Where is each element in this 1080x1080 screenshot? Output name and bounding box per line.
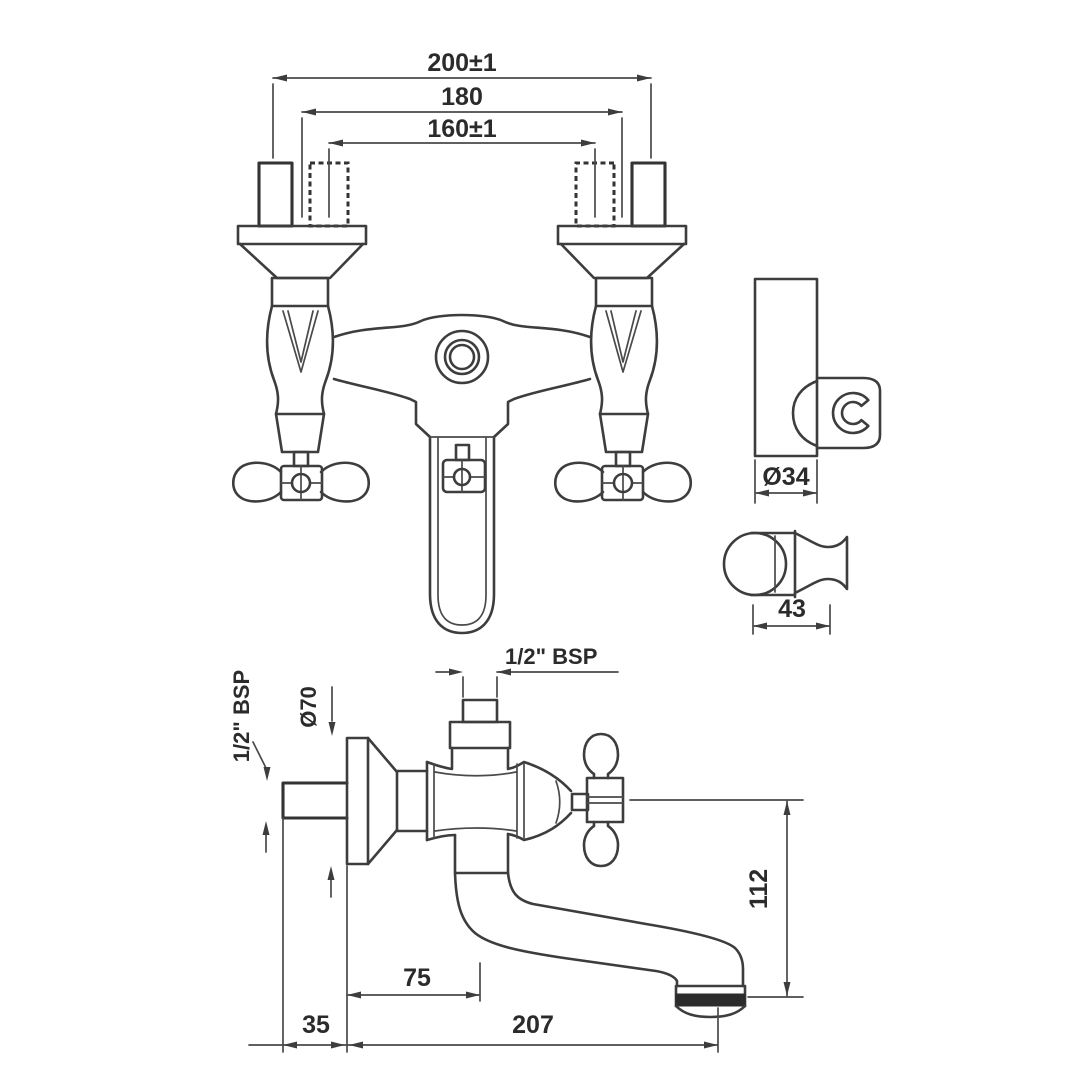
spout-hub-stem — [454, 443, 471, 462]
spout-hub — [441, 458, 487, 494]
body-down-column — [453, 832, 510, 875]
spout-inner-line — [437, 436, 487, 626]
dim-label-bsp-left: 1/2" BSP — [229, 670, 254, 762]
side-handle-stem — [570, 792, 590, 812]
dim-label-160: 160±1 — [427, 115, 496, 143]
front-dimension-lines — [272, 77, 652, 144]
spout-outlet-cap — [674, 1004, 747, 1019]
shower-port-stub — [461, 698, 499, 724]
spout-aerator-band — [675, 993, 746, 1007]
dim-label-207: 207 — [512, 1011, 554, 1039]
dim-label-180: 180 — [441, 83, 483, 111]
holder-spool — [793, 531, 849, 595]
side-view: 1/2" BSP 1/2" BSP Ø70 112 75 35 207 — [229, 644, 804, 1053]
spout-hub-lines — [442, 459, 486, 493]
shower-port-collar — [448, 720, 512, 750]
body-detail-lines — [433, 762, 561, 840]
diverter-boss-inner — [448, 343, 476, 371]
bridge-top-edge — [332, 313, 592, 339]
bsp-left-leaders — [252, 741, 267, 853]
bsp-left-arrows — [262, 767, 271, 835]
bridge-bottom-right — [492, 377, 592, 439]
dim75-arrows — [347, 991, 480, 999]
side-handle-hub-lines — [586, 796, 624, 804]
side-handle-hub — [585, 776, 625, 824]
holder-cradle-plate — [815, 376, 882, 450]
bsp-top-dim-lines — [435, 671, 619, 698]
dim112-lines — [629, 799, 804, 998]
dim-label-dia34: Ø34 — [762, 463, 809, 491]
dia70-leaders — [330, 686, 333, 898]
bsp-top-arrows — [449, 668, 511, 676]
holder-dim-arrows — [755, 489, 817, 497]
body-top-profile — [425, 746, 573, 793]
baseline-dim-lines — [248, 865, 719, 1053]
body-bottom-profile — [425, 811, 573, 842]
side-handle-bottom-lobe — [582, 820, 620, 868]
dim-label-dia70: Ø70 — [296, 686, 321, 728]
spout-outer-curve — [453, 871, 679, 988]
dim-label-200: 200±1 — [427, 49, 496, 77]
spout-front — [428, 435, 496, 635]
holder-post-circle — [722, 531, 788, 597]
dim-label-43: 43 — [778, 595, 806, 623]
diverter-boss-outer — [434, 329, 490, 385]
holder-horn — [791, 379, 819, 448]
spout-hub-screw — [452, 467, 472, 487]
spout-inner-curve — [506, 871, 745, 988]
dim75-lines — [346, 962, 481, 1002]
wall-inlet-stub — [281, 781, 349, 820]
dia70-arrows — [327, 722, 336, 880]
holder-body-side — [753, 277, 819, 458]
front-view: 200±1 180 160±1 — [231, 49, 693, 635]
side-cone — [366, 736, 399, 866]
shower-holder-top-view: 43 — [722, 529, 849, 635]
diverter-boss-mid — [443, 338, 481, 376]
shower-holder-side-view: Ø34 — [753, 277, 882, 504]
side-neck — [395, 769, 429, 833]
front-extension-lines — [272, 83, 652, 218]
side-handle-top-lobe — [582, 732, 620, 780]
holder-c-clip — [831, 391, 870, 435]
holder-band — [749, 529, 797, 599]
dim-label-75: 75 — [403, 964, 431, 992]
dim-label-bsp-top: 1/2" BSP — [505, 644, 597, 669]
side-flange — [345, 736, 370, 866]
dim-label-112: 112 — [745, 869, 773, 909]
bridge-bottom-left — [332, 377, 432, 439]
dim-label-35: 35 — [302, 1011, 330, 1039]
